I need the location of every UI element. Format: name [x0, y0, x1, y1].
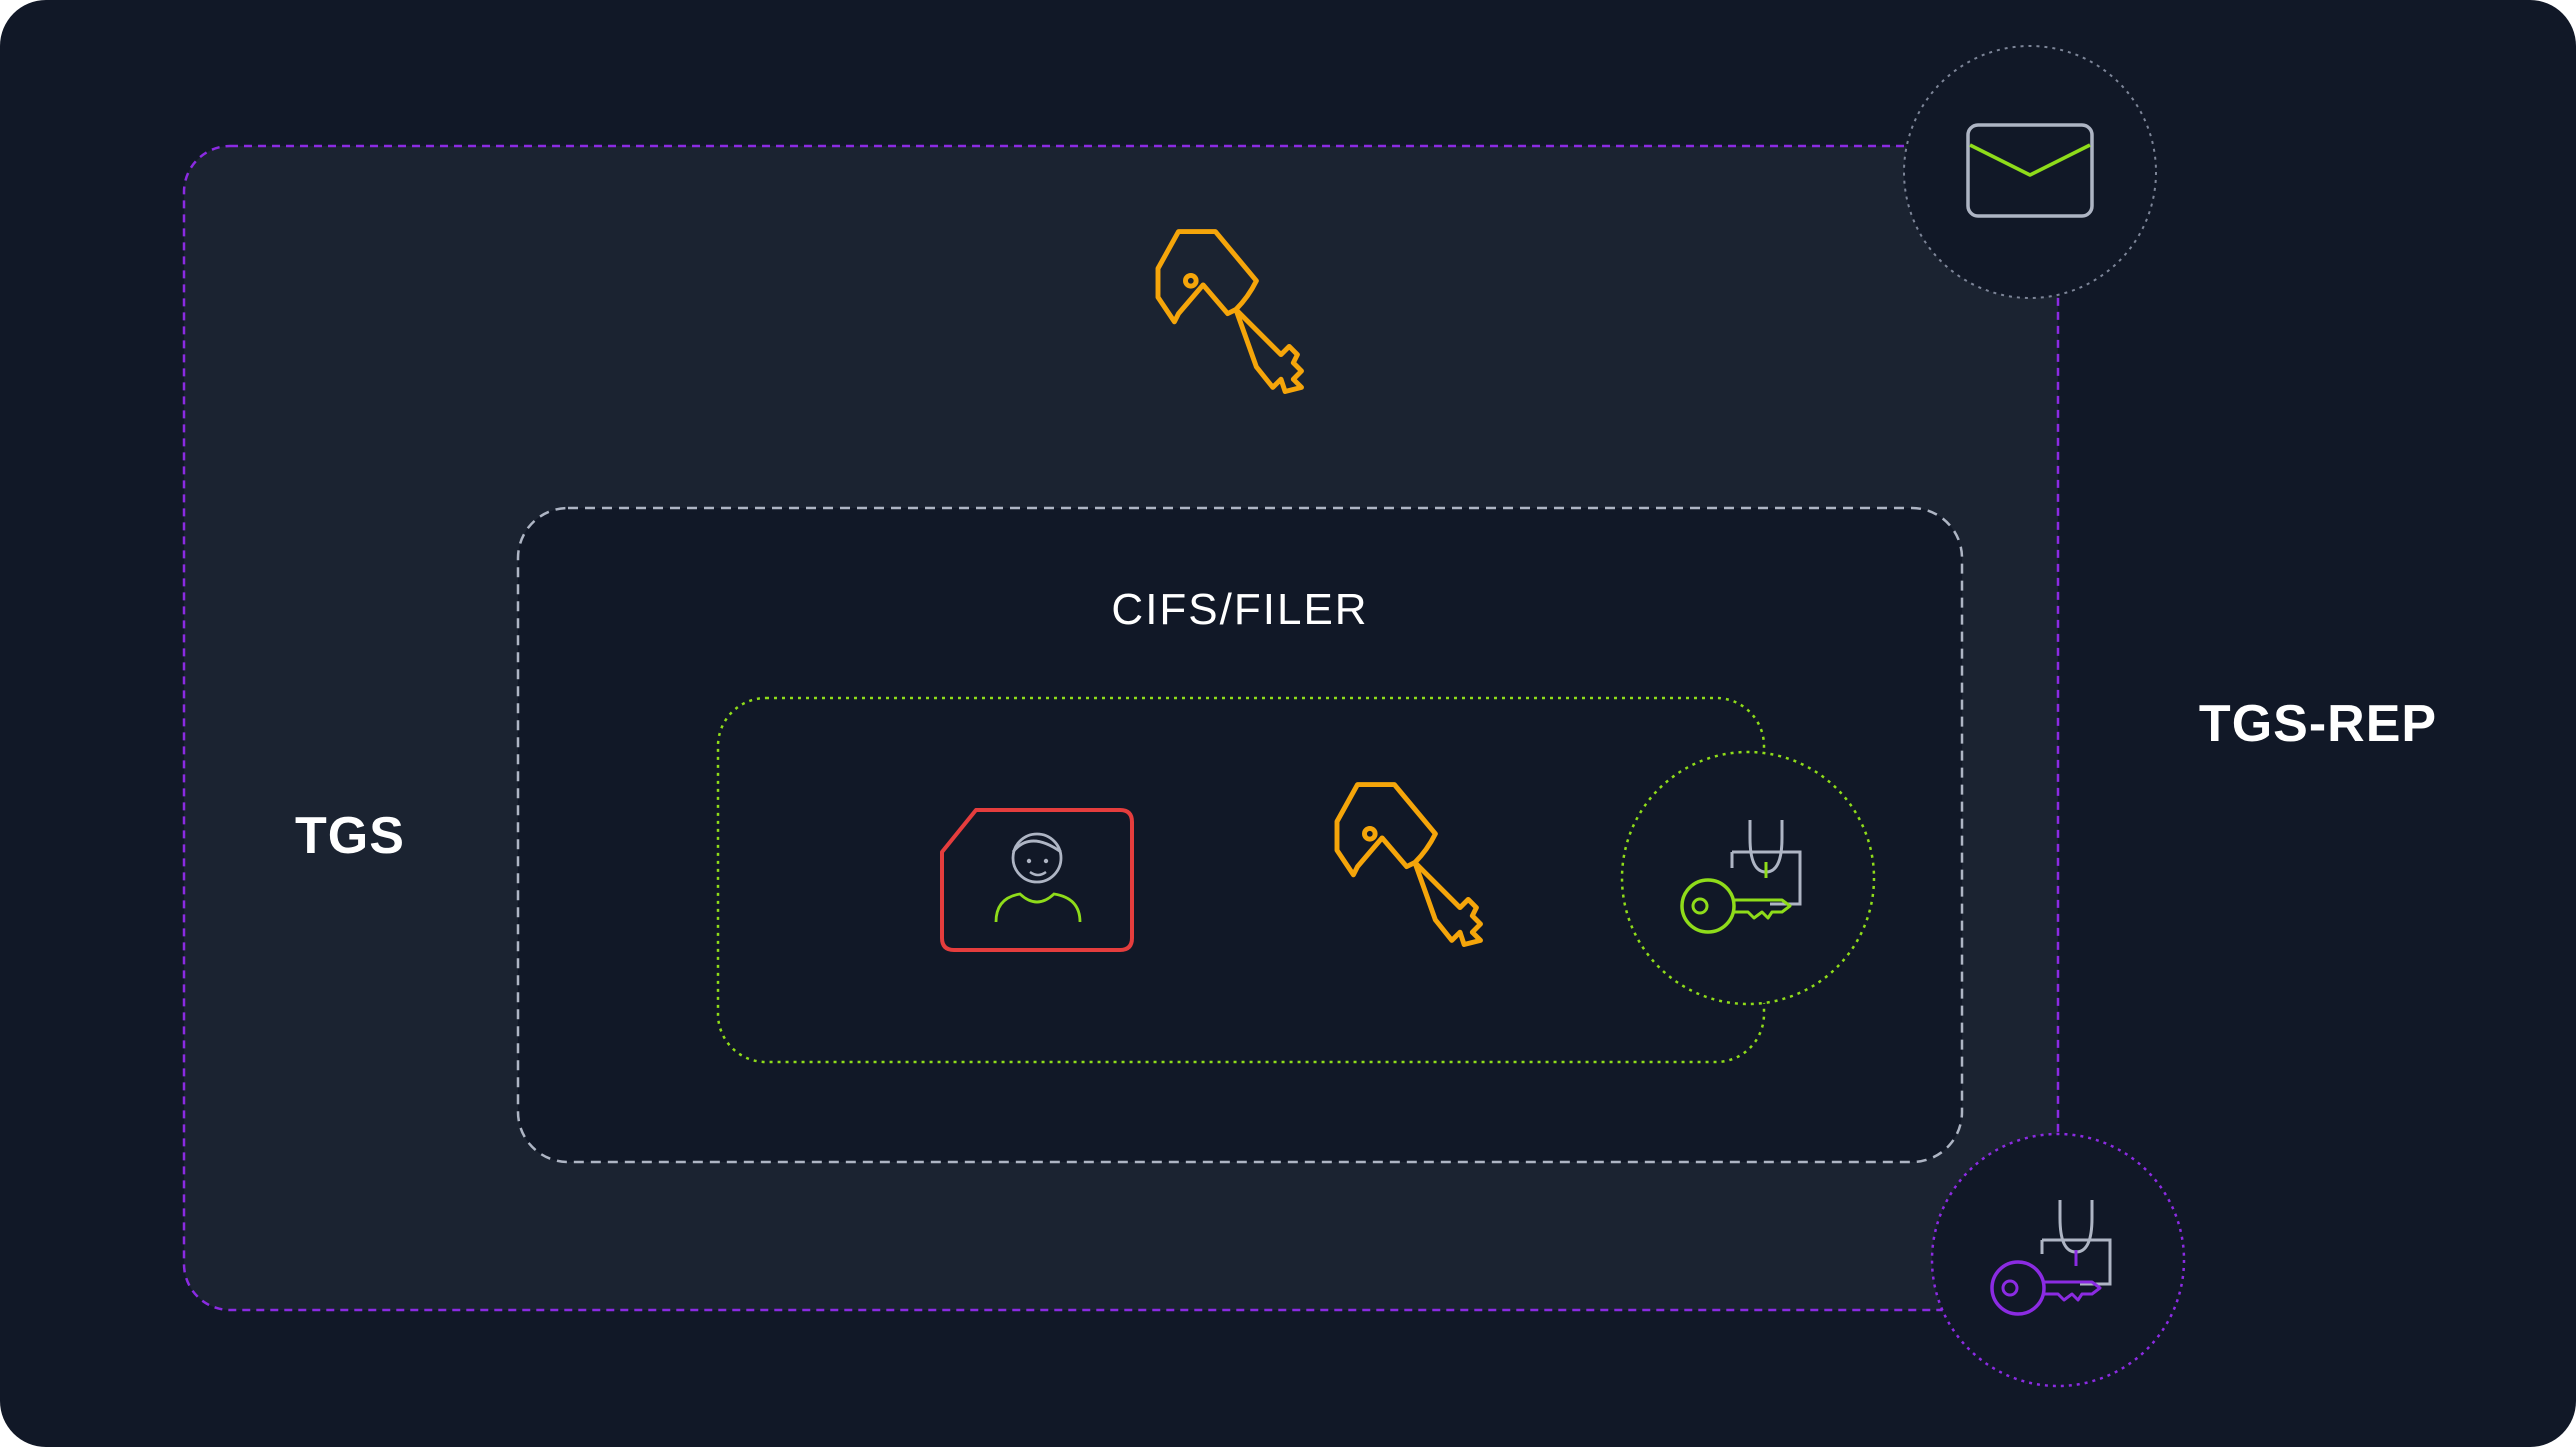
key-icon [1334, 782, 1483, 947]
key-icon [1155, 229, 1304, 394]
tgs-label: TGS [295, 807, 405, 865]
lock-key-icon [1930, 1132, 2186, 1388]
user-card-icon [940, 808, 1134, 952]
envelope-icon [1903, 45, 2157, 299]
tgs-rep-label: TGS-REP [2198, 695, 2438, 753]
service-label: CIFS/FILER [1111, 585, 1369, 634]
ticket-container [716, 696, 1766, 1064]
lock-key-icon [1620, 750, 1876, 1006]
